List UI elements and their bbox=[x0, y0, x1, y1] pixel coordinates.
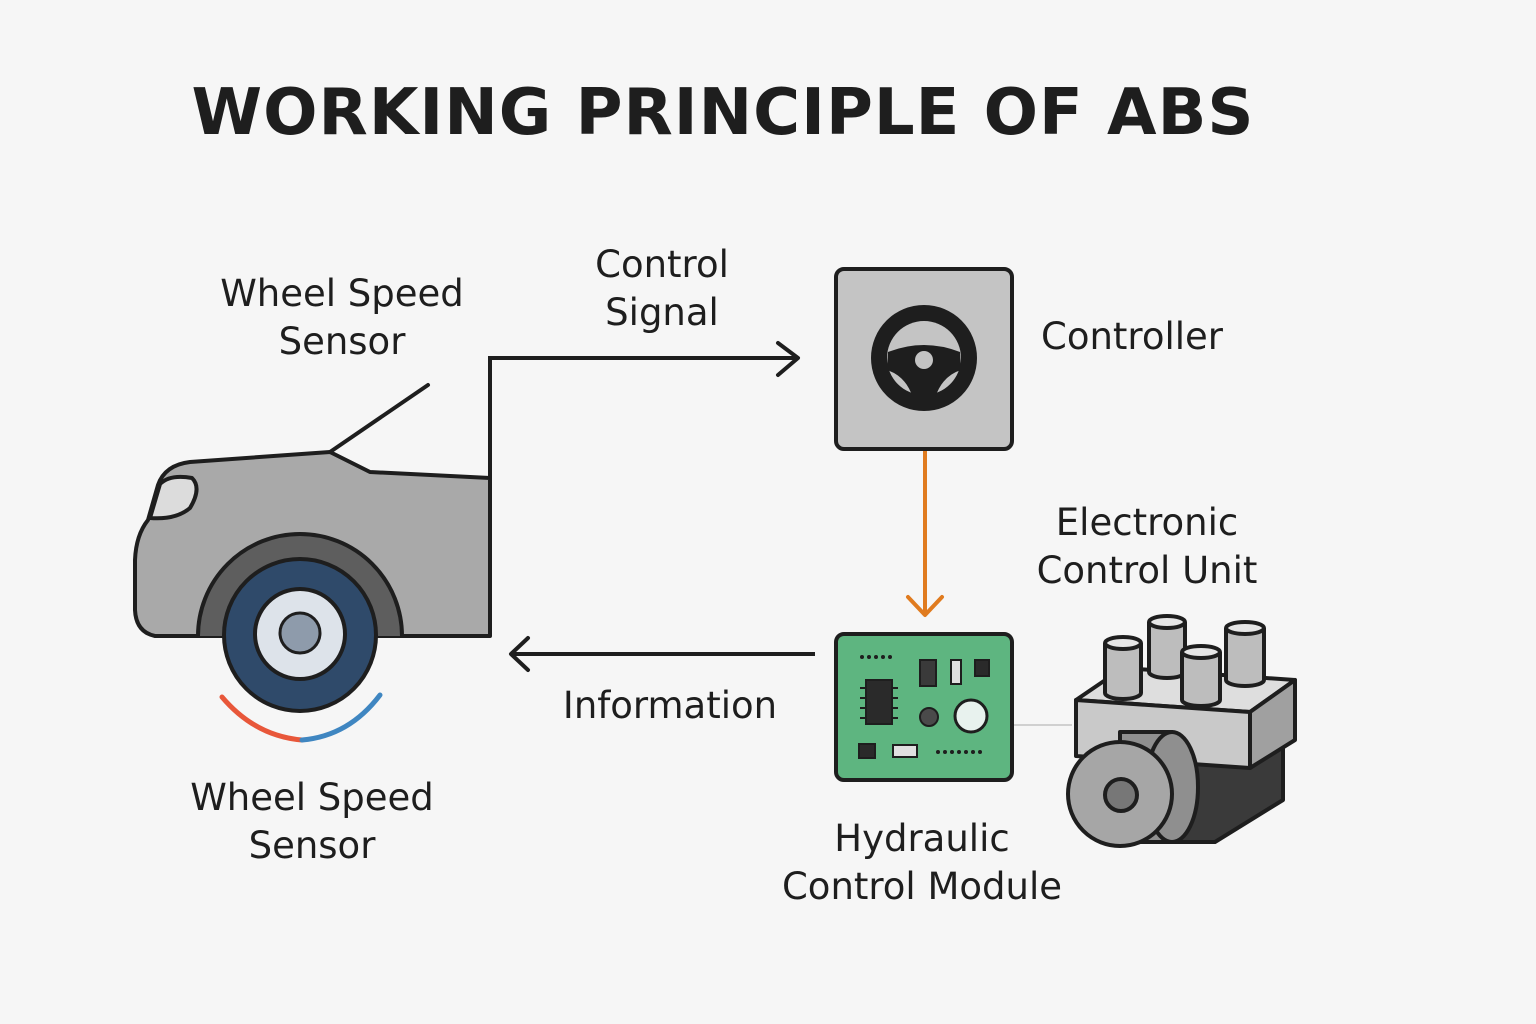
diagram-title: WORKING PRINCIPLE OF ABS bbox=[191, 76, 1255, 150]
sensor-arc-blue bbox=[299, 692, 383, 743]
abs-hydraulic-unit-icon bbox=[1066, 614, 1297, 848]
sensor-leader-line bbox=[328, 383, 430, 454]
controller-to-module-arrow bbox=[906, 450, 944, 617]
label-wheel-speed-sensor-bottom: Wheel Speed Sensor bbox=[190, 776, 434, 867]
wheel-speed-sensor-arc bbox=[219, 692, 383, 743]
label-wheel-speed-sensor-top: Wheel Speed Sensor bbox=[220, 272, 464, 363]
steering-wheel-icon bbox=[871, 305, 977, 411]
control-signal-arrow bbox=[488, 341, 800, 478]
label-hydraulic-control-module: Hydraulic Control Module bbox=[781, 817, 1063, 908]
hub bbox=[278, 611, 322, 655]
label-control-signal: Control Signal bbox=[595, 243, 729, 334]
information-arrow bbox=[509, 636, 815, 672]
controller-box bbox=[834, 267, 1014, 451]
car-icon bbox=[133, 383, 492, 713]
label-information: Information bbox=[562, 684, 778, 727]
label-controller: Controller bbox=[1040, 315, 1224, 358]
circuit-board-icon bbox=[834, 632, 1014, 782]
headlight bbox=[148, 474, 199, 521]
sensor-arc-red bbox=[219, 694, 305, 743]
label-electronic-control-unit: Electronic Control Unit bbox=[1036, 501, 1258, 592]
